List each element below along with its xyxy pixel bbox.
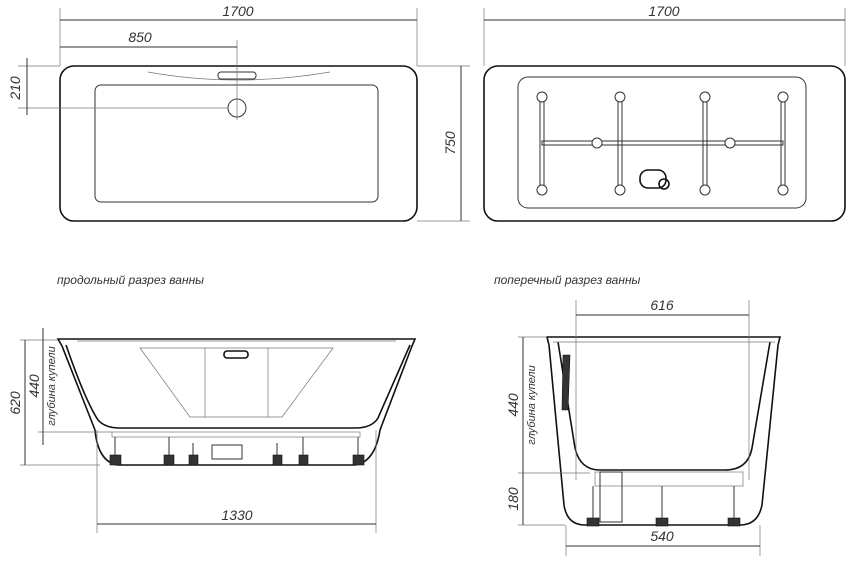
cross-section: 616 440 глубина купели 180 540 <box>505 297 782 556</box>
bowl-depth-dimension: 440 <box>26 374 42 398</box>
shower-holder-icon <box>561 354 571 411</box>
drain-edge-dimension: 210 <box>7 76 23 101</box>
total-height-dimension: 620 <box>7 391 23 415</box>
length-dimension: 1700 <box>222 3 253 19</box>
bowl-depth-label: глубина купели <box>526 365 538 444</box>
top-view-right: 1700 <box>483 3 846 222</box>
support-legs <box>586 486 741 527</box>
length-dimension: 1700 <box>648 3 679 19</box>
drain-siphon-icon <box>639 169 670 190</box>
top-view-left: 1700 850 210 750 <box>7 3 470 222</box>
drain-offset-dimension: 850 <box>128 29 152 45</box>
base-height-dimension: 180 <box>505 487 521 511</box>
bowl-depth-dimension: 440 <box>505 393 521 417</box>
longitudinal-section-caption: продольный разрез ванны <box>57 273 204 287</box>
inner-width-dimension: 616 <box>650 297 674 313</box>
siphon-icon <box>599 471 623 523</box>
longitudinal-section: 620 440 глубина купели 1330 <box>7 328 417 533</box>
cross-section-caption: поперечный разрез ванны <box>494 273 641 287</box>
bowl-depth-label: глубина купели <box>46 346 58 425</box>
base-length-dimension: 1330 <box>221 507 252 523</box>
base-width-dimension: 540 <box>650 528 674 544</box>
support-legs <box>109 437 365 466</box>
frame-bolts <box>536 91 789 196</box>
width-dimension: 750 <box>442 131 458 155</box>
